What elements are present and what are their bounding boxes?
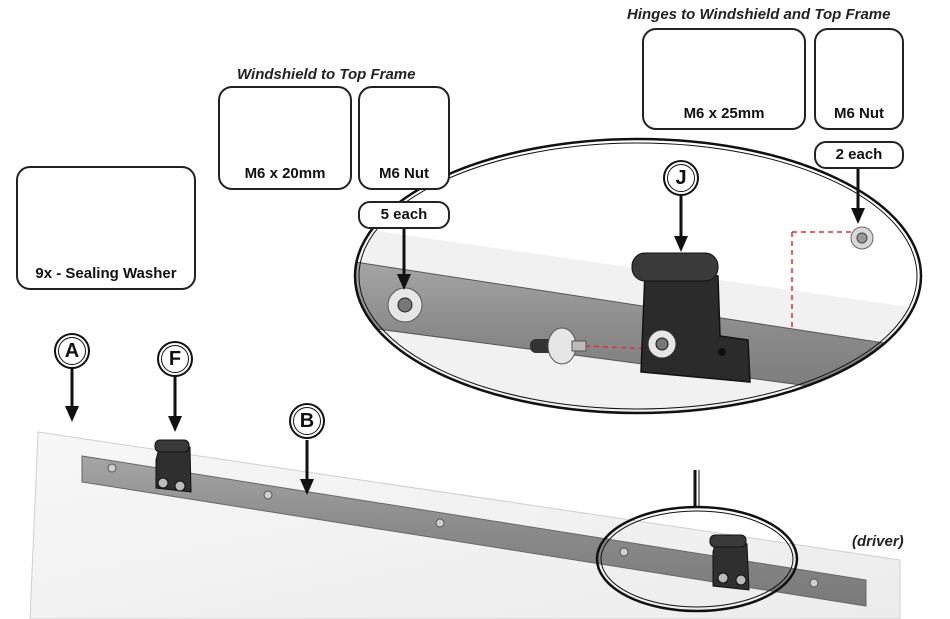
callout-a: A (54, 333, 90, 369)
leader-arrows (65, 168, 865, 495)
rail-screws (107, 463, 819, 588)
heading-hinges-to-frame: Hinges to Windshield and Top Frame (627, 6, 891, 23)
sealing-washer-box: 9x - Sealing Washer (16, 166, 196, 290)
nut-a-label: M6 Nut (379, 165, 429, 182)
heading-windshield-to-frame: Windshield to Top Frame (237, 66, 416, 83)
sealing-washer-label: 9x - Sealing Washer (35, 265, 177, 282)
hinge-bracket-small (709, 534, 750, 591)
nut-a-box: M6 Nut (358, 86, 450, 190)
callout-f: F (157, 341, 193, 377)
loose-bolt-washer (530, 327, 587, 365)
hinge-bracket-j (631, 252, 751, 383)
bolt-25mm-label: M6 x 25mm (683, 105, 765, 122)
bolt-20mm-label: M6 x 20mm (244, 165, 326, 182)
callout-j: J (663, 160, 699, 196)
hinge-bracket-f (154, 439, 192, 493)
driver-side-label: (driver) (852, 533, 904, 550)
nut-b-label: M6 Nut (834, 105, 884, 122)
qty-a-pill: 5 each (358, 201, 450, 229)
nut-b-box: M6 Nut (814, 28, 904, 130)
bolt-25mm-box: M6 x 25mm (642, 28, 806, 130)
detail-area-ellipse (595, 505, 799, 613)
zoom-detail-ellipse (353, 137, 923, 415)
bolt-20mm-box: M6 x 20mm (218, 86, 352, 190)
callout-b: B (289, 403, 325, 439)
qty-b-pill: 2 each (814, 141, 904, 169)
